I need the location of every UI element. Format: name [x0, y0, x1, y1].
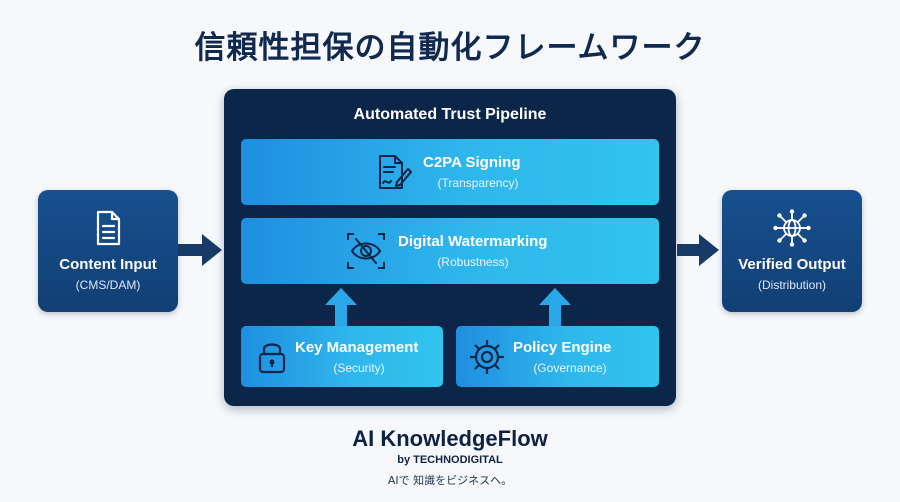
arrow-up-icon — [325, 288, 357, 327]
stage-sub: (Governance) — [533, 361, 607, 375]
arrow-up-icon — [539, 288, 571, 327]
pipeline-title: Automated Trust Pipeline — [353, 106, 547, 123]
trust-pipeline: Automated Trust Pipeline C2PA Signing (T… — [224, 89, 676, 406]
stage-label: Digital Watermarking — [398, 233, 548, 250]
content-input-sub: (CMS/DAM) — [75, 278, 141, 292]
verified-output-label: Verified Output — [738, 256, 846, 273]
stage-sub: (Transparency) — [437, 176, 519, 190]
gear-icon — [470, 340, 504, 374]
stage-sub: (Robustness) — [437, 255, 509, 269]
network-globe-icon — [773, 209, 811, 247]
content-input-label: Content Input — [59, 256, 157, 273]
verified-output-sub: (Distribution) — [757, 278, 826, 292]
signed-document-icon — [379, 155, 412, 189]
lock-icon — [258, 343, 286, 374]
stage-digital-watermarking: Digital Watermarking (Robustness) — [241, 218, 659, 284]
stage-key-management: Key Management (Security) — [241, 326, 443, 387]
stage-policy-engine: Policy Engine (Governance) — [456, 326, 659, 387]
brand-byline: by TECHNODIGITAL — [397, 454, 503, 466]
stage-label: Policy Engine — [513, 339, 612, 356]
content-input-box: Content Input (CMS/DAM) — [38, 190, 178, 312]
brand-name: AI KnowledgeFlow — [352, 426, 548, 451]
hidden-eye-icon — [347, 233, 385, 269]
arrow-right-icon — [677, 234, 719, 266]
stage-c2pa-signing: C2PA Signing (Transparency) — [241, 139, 659, 205]
page-title: 信頼性担保の自動化フレームワーク — [194, 30, 706, 66]
stage-sub: (Security) — [333, 361, 385, 375]
stage-label: Key Management — [295, 339, 419, 356]
verified-output-box: Verified Output (Distribution) — [722, 190, 862, 312]
document-icon — [96, 210, 121, 246]
stage-label: C2PA Signing — [423, 154, 521, 171]
arrow-right-icon — [178, 234, 222, 266]
brand-tagline: AIで 知識をビジネスへ。 — [387, 474, 513, 487]
